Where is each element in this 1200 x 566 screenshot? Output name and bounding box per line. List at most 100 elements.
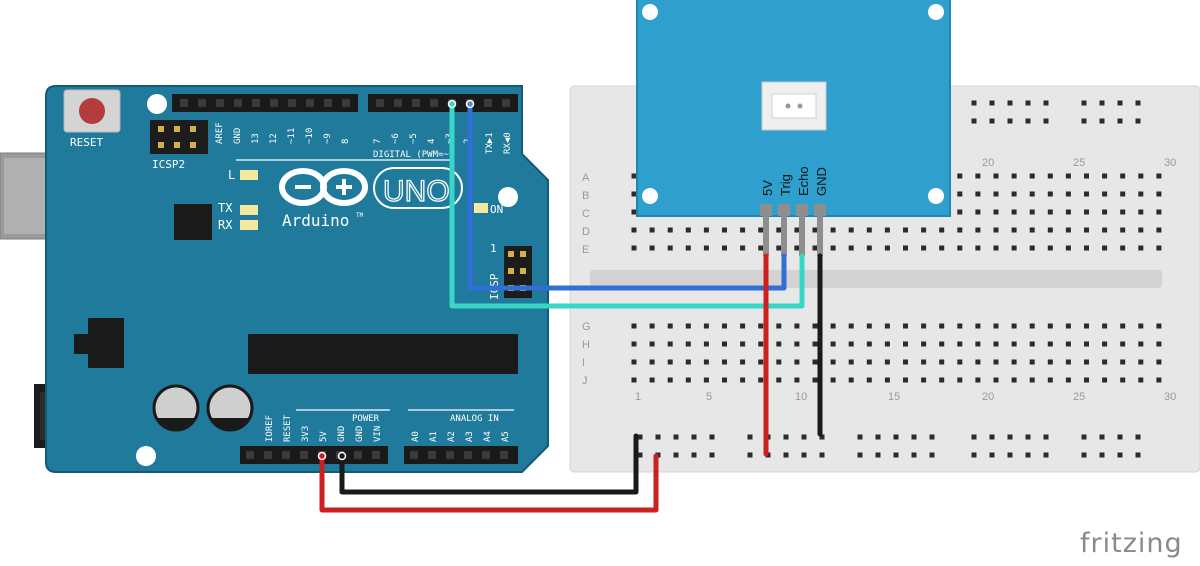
power-label: POWER (352, 414, 380, 424)
breadboard-hole (921, 377, 927, 383)
breadboard-hole (1029, 245, 1035, 251)
arduino-logo (279, 168, 368, 206)
header-socket (216, 99, 224, 107)
breadboard-hole (703, 377, 709, 383)
breadboard-hole (993, 323, 999, 329)
breadboard-hole (758, 341, 764, 347)
breadboard-rail-hole (1007, 118, 1013, 124)
breadboard-hole (866, 323, 872, 329)
breadboard-hole (794, 227, 800, 233)
sensor-pin-label-gnd: GND (814, 167, 829, 196)
breadboard-hole (649, 359, 655, 365)
breadboard-hole (957, 191, 963, 197)
breadboard-rail-hole (1043, 118, 1049, 124)
breadboard-hole (667, 341, 673, 347)
breadboard-hole (1102, 191, 1108, 197)
arduino-uno-board: RESET ICSP2 AREF GND 13 12 ~11 ~10 ~9 8 … (0, 85, 549, 473)
bb-row-label-g: G (582, 321, 591, 333)
pin-label-8: 8 (341, 139, 351, 144)
breadboard-rail-hole (989, 434, 995, 440)
reset-button-cap[interactable] (79, 98, 105, 124)
breadboard-rail-hole (1117, 452, 1123, 458)
wire-echo-cyan[interactable] (449, 101, 805, 309)
breadboard-hole (830, 245, 836, 251)
breadboard-rail-hole (1081, 118, 1087, 124)
breadboard-hole (1011, 245, 1017, 251)
wire-arduino-5v-red[interactable] (319, 453, 659, 513)
pin-label-a3: A3 (465, 431, 475, 442)
breadboard-hole (921, 227, 927, 233)
breadboard-rail-hole (747, 452, 753, 458)
breadboard-rail-hole (673, 452, 679, 458)
bb-row-label-i: I (582, 357, 585, 369)
breadboard-hole (903, 341, 908, 347)
bb-col-10-bottom: 10 (795, 391, 807, 403)
breadboard-hole (830, 341, 836, 347)
breadboard-hole (1138, 227, 1144, 233)
sensor-pin-label-5v: 5V (760, 180, 775, 196)
breadboard-hole (1084, 359, 1089, 365)
breadboard-hole (667, 323, 673, 329)
breadboard-hole (993, 173, 999, 179)
breadboard-hole (1047, 377, 1053, 383)
breadboard-hole (631, 359, 637, 365)
breadboard-rail-hole (857, 452, 863, 458)
bb-row-label-e: E (582, 244, 589, 256)
breadboard-rail-hole (989, 452, 995, 458)
breadboard-rail-hole (637, 452, 643, 458)
wire-trig-blue[interactable] (467, 101, 787, 291)
breadboard-hole (1120, 377, 1126, 383)
header-socket (282, 451, 290, 459)
breadboard-hole (1011, 227, 1017, 233)
pin-label-ioref: IOREF (265, 415, 275, 442)
breadboard-hole (1102, 341, 1108, 347)
breadboard-rail-hole (1117, 434, 1123, 440)
breadboard-hole (1084, 377, 1089, 383)
breadboard-hole (631, 191, 637, 197)
breadboard-hole (939, 227, 945, 233)
breadboard-hole (1084, 227, 1089, 233)
fritzing-watermark: fritzing (1080, 528, 1183, 559)
breadboard-rail-hole (637, 434, 643, 440)
breadboard-hole (667, 377, 673, 383)
breadboard-hole (1084, 323, 1089, 329)
breadboard-hole (1011, 173, 1017, 179)
breadboard-hole (1120, 359, 1126, 365)
breadboard-hole (1102, 227, 1108, 233)
breadboard-hole (1120, 245, 1126, 251)
led-l (240, 170, 258, 180)
breadboard-hole (1065, 245, 1071, 251)
breadboard-hole (776, 227, 782, 233)
breadboard-hole (848, 359, 854, 365)
wire-arduino-gnd-black[interactable] (339, 433, 639, 495)
breadboard-hole (703, 359, 709, 365)
header-socket (428, 451, 436, 459)
breadboard-hole (1065, 173, 1071, 179)
bb-col-5-bottom: 5 (706, 391, 712, 403)
breadboard-hole (975, 173, 981, 179)
breadboard-hole (776, 323, 782, 329)
breadboard-hole (866, 341, 872, 347)
breadboard-rail-hole (875, 452, 881, 458)
breadboard-hole (703, 245, 709, 251)
breadboard-rail-hole (1025, 118, 1031, 124)
breadboard-hole (758, 359, 764, 365)
sensor-pin-gnd (814, 204, 826, 216)
breadboard-hole (957, 227, 963, 233)
breadboard-rail-hole (1135, 452, 1141, 458)
pin-label-9: ~9 (323, 133, 333, 144)
breadboard-hole (758, 323, 764, 329)
breadboard-hole (1047, 323, 1053, 329)
pin-label-3v3: 3V3 (301, 426, 311, 442)
breadboard-rail-hole (819, 434, 825, 440)
breadboard-hole (1065, 341, 1071, 347)
breadboard-hole (993, 359, 999, 365)
breadboard-hole (1011, 209, 1017, 215)
uno-badge (373, 167, 463, 209)
pin-label-gnd-2: GND (355, 426, 365, 442)
breadboard-hole (957, 245, 963, 251)
breadboard-hole (1156, 377, 1162, 383)
breadboard-rail-hole (1099, 452, 1105, 458)
bb-row-label-b: B (582, 190, 589, 202)
atmega-chip (248, 334, 518, 374)
